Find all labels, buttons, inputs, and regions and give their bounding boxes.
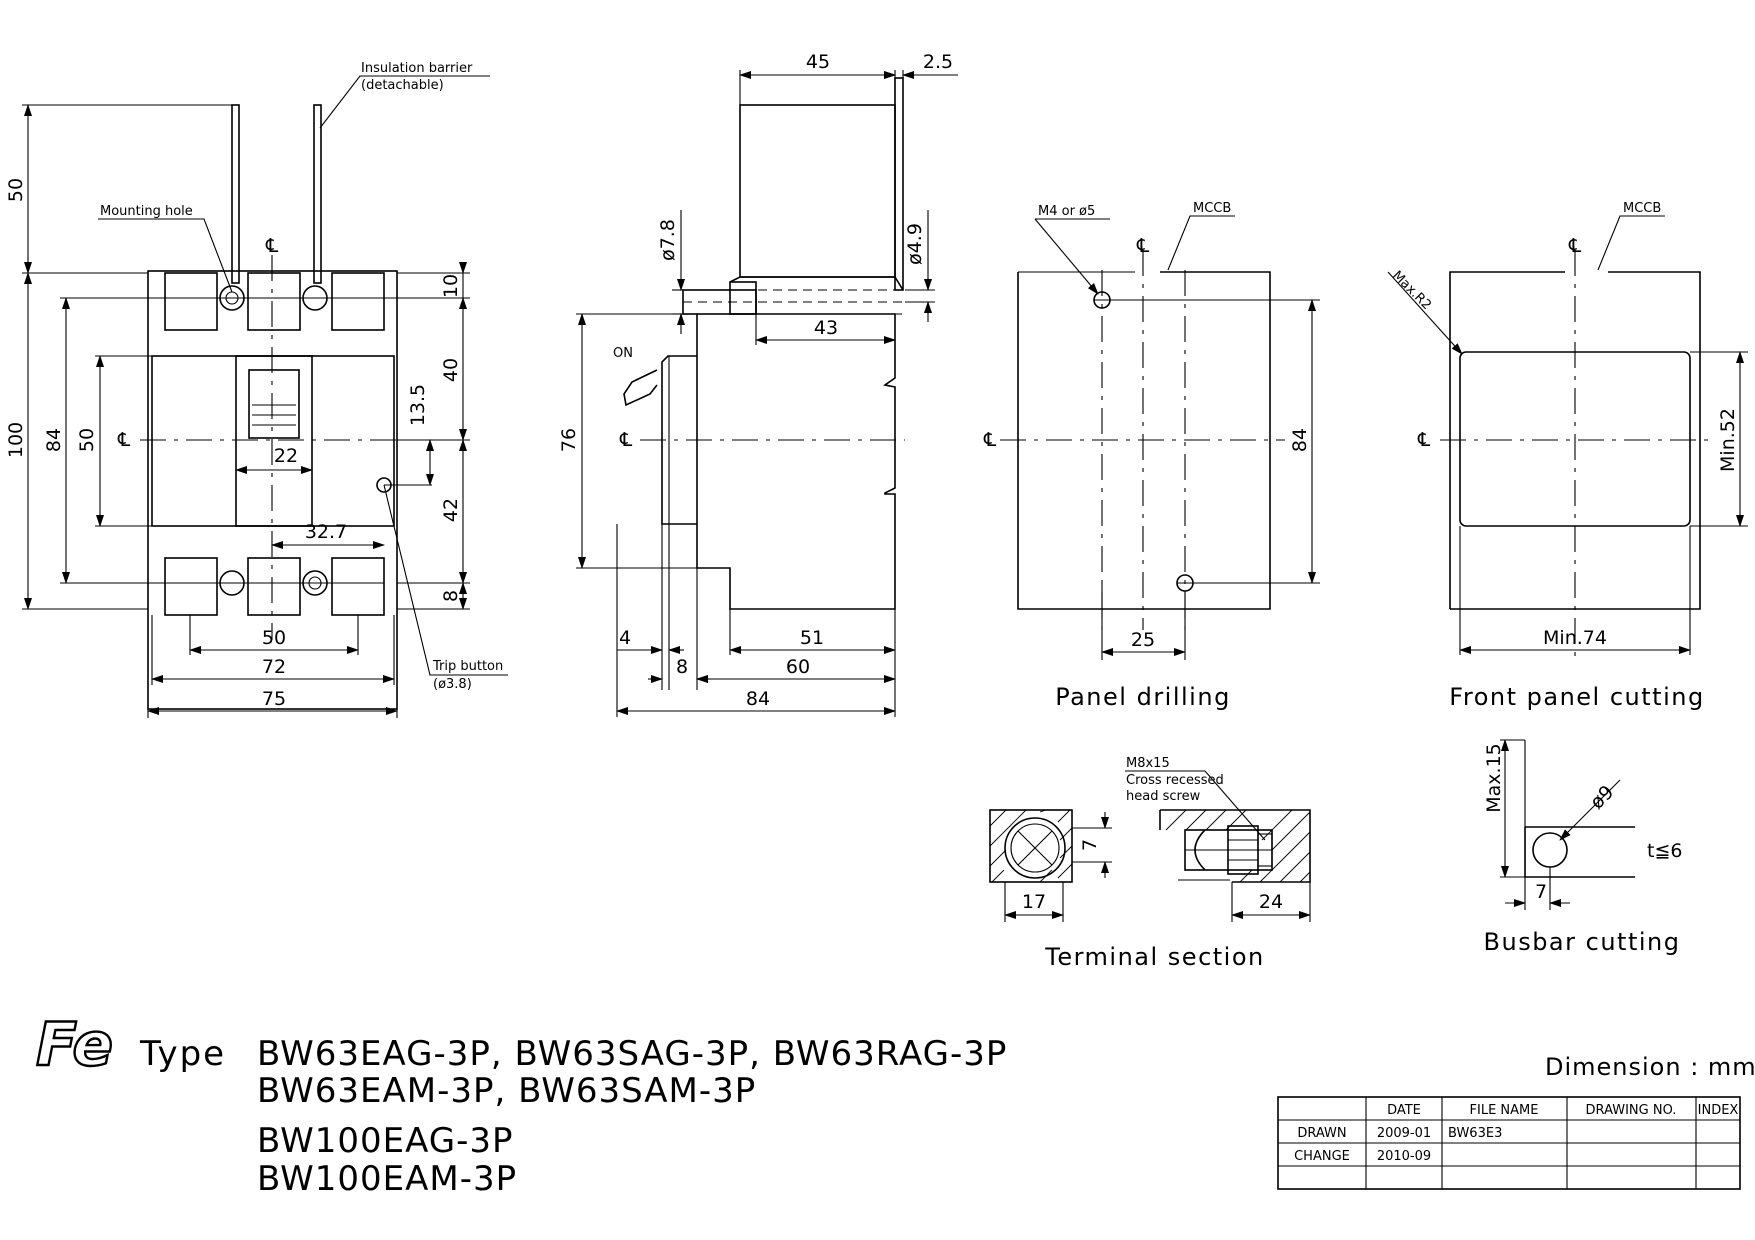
table-cell-change: CHANGE <box>1294 1149 1350 1164</box>
table-cell-change-date: 2010-09 <box>1377 1149 1431 1164</box>
busbar-cutting-view: Max.15 ø9 t≦6 7 Busbar cutting <box>1483 739 1682 956</box>
note-trip-button: Trip button <box>432 659 503 674</box>
note-insulation-barrier: Insulation barrier <box>361 61 473 76</box>
dim-front-50-bottom: 50 <box>262 627 286 649</box>
note-m4-or-5: M4 or ø5 <box>1038 204 1095 219</box>
dim-front-75: 75 <box>262 688 286 710</box>
note-max-r2: Max.R2 <box>1389 268 1434 313</box>
table-header-date: DATE <box>1387 1103 1421 1118</box>
type-line-2: BW63EAM-3P, BW63SAM-3P <box>257 1071 756 1111</box>
title-block: Fe Type BW63EAG-3P, BW63SAG-3P, BW63RAG-… <box>35 1009 1755 1199</box>
table-cell-drawn-date: 2009-01 <box>1377 1126 1431 1141</box>
dim-front-40: 40 <box>440 358 462 382</box>
note-mccb-cutting: MCCB <box>1623 201 1661 216</box>
dim-side-4: 4 <box>619 627 631 649</box>
note-m8x15: M8x15 <box>1126 756 1170 771</box>
drill-centerline-top: ℄ <box>1136 235 1150 257</box>
dim-front-42: 42 <box>440 498 462 522</box>
caption-terminal-section: Terminal section <box>1044 943 1265 971</box>
dim-max-15: Max.15 <box>1483 743 1505 813</box>
dim-front-13-5: 13.5 <box>407 384 429 426</box>
dim-t-6: t≦6 <box>1647 840 1682 862</box>
dim-front-8: 8 <box>440 590 462 602</box>
cutting-centerline-top: ℄ <box>1568 235 1582 257</box>
front-centerline-left: ℄ <box>117 429 131 451</box>
note-detachable: (detachable) <box>361 78 444 93</box>
table-header-drawing-no: DRAWING NO. <box>1586 1103 1677 1118</box>
dim-side-dia-7-8: ø7.8 <box>657 219 679 261</box>
dimension-unit: Dimension : mm <box>1545 1053 1755 1081</box>
note-head-screw: head screw <box>1126 789 1201 804</box>
dim-side-2-5: 2.5 <box>923 51 953 73</box>
dim-front-50-left: 50 <box>76 428 98 452</box>
dim-front-10: 10 <box>440 274 462 298</box>
table-header-index: INDEX <box>1698 1103 1739 1118</box>
table-cell-drawn: DRAWN <box>1297 1126 1346 1141</box>
drill-centerline-left: ℄ <box>983 429 997 451</box>
terminal-section-view: 7 17 M8x15 Cross recessed <box>989 756 1311 971</box>
front-centerline-top: ℄ <box>265 235 279 257</box>
dim-side-60: 60 <box>786 656 810 678</box>
table-cell-drawn-file: BW63E3 <box>1448 1126 1502 1141</box>
dim-busbar-7: 7 <box>1535 881 1547 903</box>
type-line-1: BW63EAG-3P, BW63SAG-3P, BW63RAG-3P <box>257 1034 1007 1074</box>
dim-terminal-17: 17 <box>1022 891 1046 913</box>
dim-min-74: Min.74 <box>1543 627 1607 649</box>
dim-terminal-24: 24 <box>1259 891 1283 913</box>
dim-min-52: Min.52 <box>1717 408 1739 472</box>
panel-drilling-view: M4 or ø5 MCCB ℄ ℄ 84 25 Panel drilling <box>983 201 1320 711</box>
dim-terminal-7: 7 <box>1079 839 1101 851</box>
cutting-centerline-left: ℄ <box>1417 429 1431 451</box>
caption-panel-drilling: Panel drilling <box>1055 683 1231 711</box>
revision-table: DATE FILE NAME DRAWING NO. INDEX DRAWN 2… <box>1277 1096 1741 1190</box>
dim-side-84: 84 <box>746 688 770 710</box>
dim-front-100: 100 <box>5 422 27 458</box>
dim-front-22: 22 <box>274 445 298 467</box>
note-cross-recessed: Cross recessed <box>1126 773 1224 788</box>
table-header-file-name: FILE NAME <box>1470 1103 1539 1118</box>
dim-side-51: 51 <box>800 627 824 649</box>
type-line-3: BW100EAG-3P <box>257 1121 514 1161</box>
dim-drill-25: 25 <box>1131 629 1155 651</box>
side-centerline: ℄ <box>619 429 633 451</box>
dim-front-50-top: 50 <box>5 178 27 202</box>
type-label: Type <box>139 1034 226 1074</box>
note-mounting-hole: Mounting hole <box>100 204 193 219</box>
caption-busbar-cutting: Busbar cutting <box>1484 928 1681 956</box>
dim-drill-84: 84 <box>1289 428 1311 452</box>
dim-side-8: 8 <box>676 656 688 678</box>
dim-side-dia-4-9: ø4.9 <box>904 223 926 265</box>
side-view: ON ℄ <box>558 51 958 717</box>
type-line-4: BW100EAM-3P <box>257 1159 517 1199</box>
dim-front-72: 72 <box>262 656 286 678</box>
note-trip-button-dia: (ø3.8) <box>433 677 472 692</box>
dim-side-76: 76 <box>558 428 580 452</box>
fe-logo: Fe <box>36 1010 113 1080</box>
front-panel-cutting-view: MCCB Max.R2 ℄ ℄ Min.52 Min.74 Front pane… <box>1387 201 1748 711</box>
label-on: ON <box>613 346 633 361</box>
dim-front-32-7: 32.7 <box>305 521 347 543</box>
dim-side-43: 43 <box>814 317 838 339</box>
dim-front-84: 84 <box>43 428 65 452</box>
caption-front-panel-cutting: Front panel cutting <box>1449 683 1704 711</box>
note-mccb-drilling: MCCB <box>1193 201 1231 216</box>
front-view: ℄ ℄ 50 <box>5 61 508 718</box>
dim-side-45: 45 <box>806 51 830 73</box>
